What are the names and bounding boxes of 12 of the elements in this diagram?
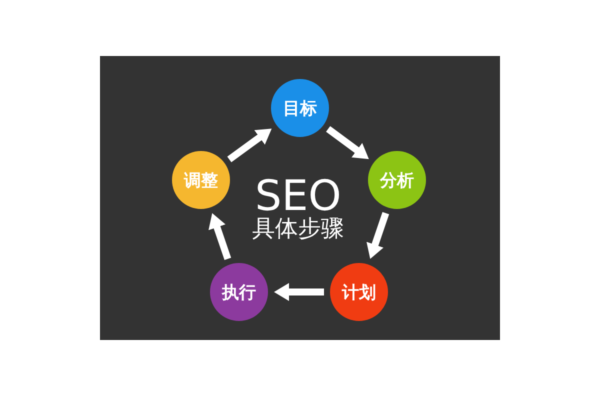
step-circle: 执行 (210, 263, 268, 321)
arrow (366, 212, 390, 260)
arrow (274, 283, 324, 301)
arrow (326, 126, 371, 162)
heading-text: SEO (255, 174, 342, 218)
step-circle: 分析 (368, 151, 426, 209)
step-circle: 目标 (271, 79, 329, 137)
arrow (208, 212, 232, 260)
arrow (227, 126, 274, 162)
step-circle: 计划 (330, 263, 388, 321)
subheading-text: 具体步骤 (252, 217, 344, 241)
step-circle: 调整 (172, 151, 230, 209)
